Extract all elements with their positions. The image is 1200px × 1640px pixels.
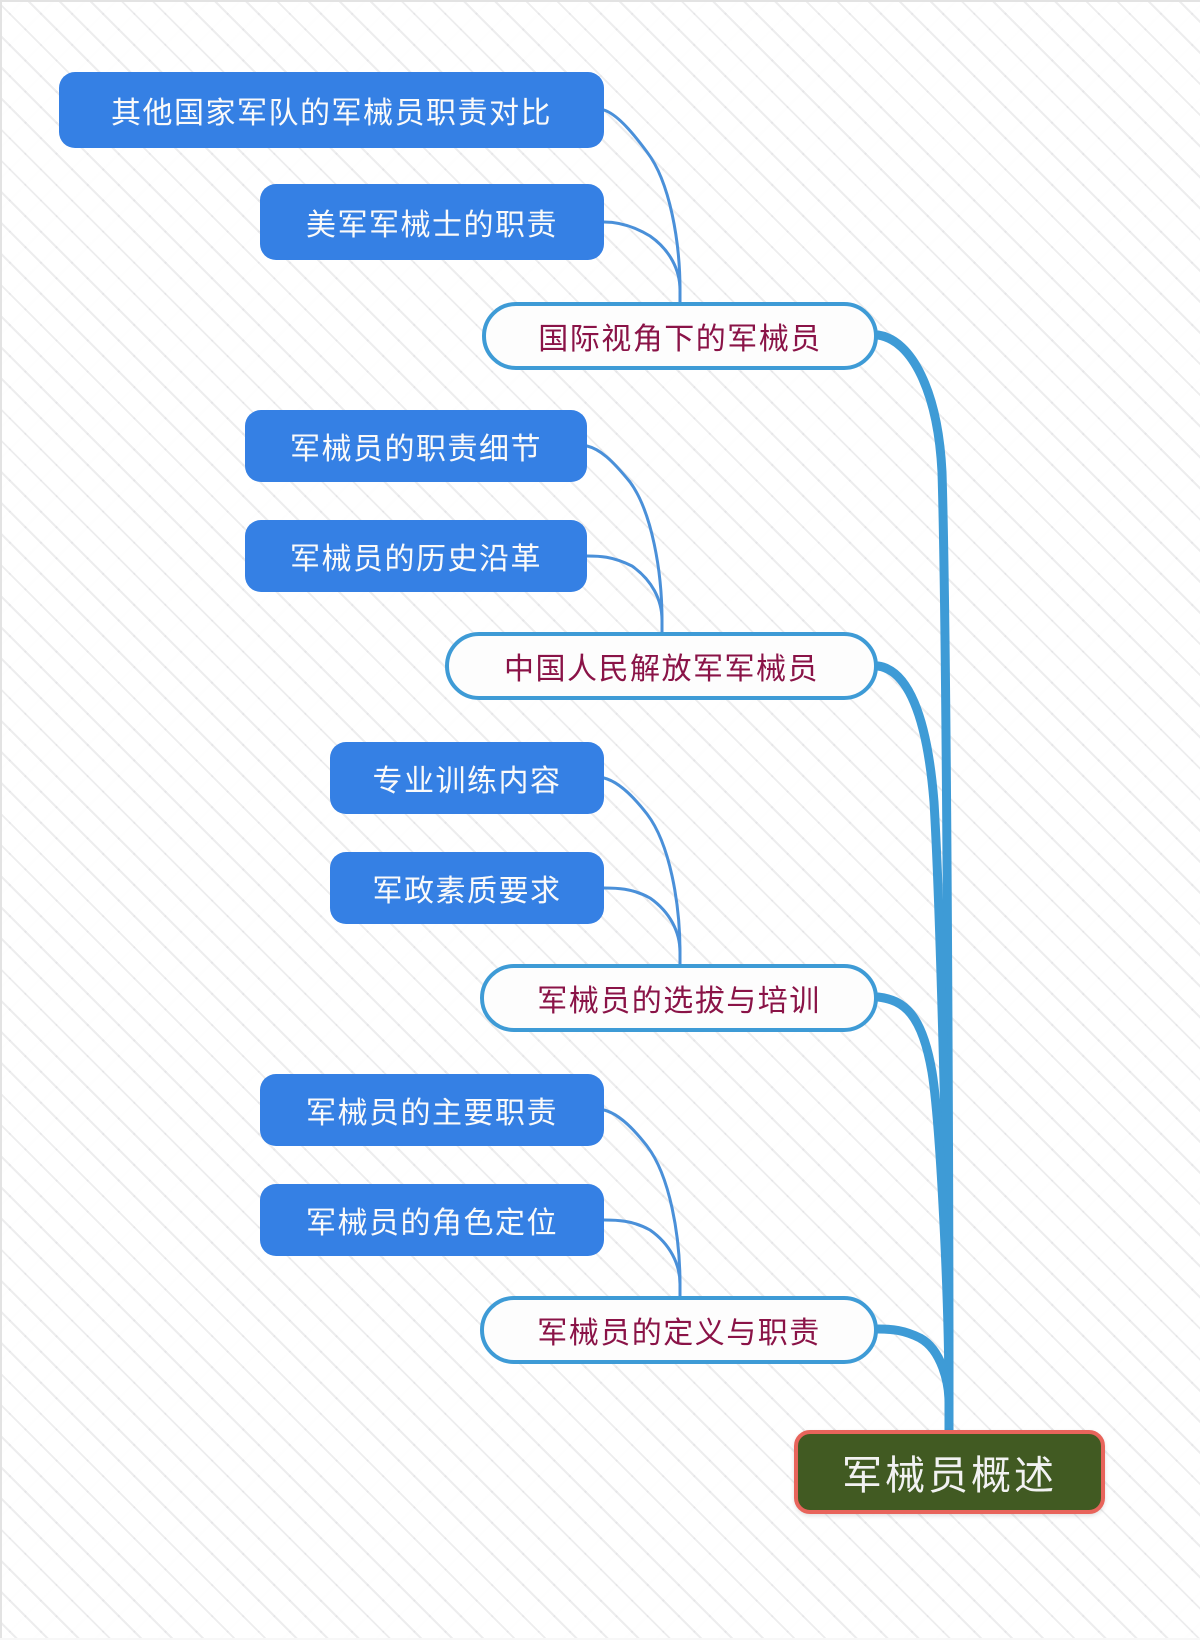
edge-pla-to-history xyxy=(585,554,664,622)
leaf-node-other-countries[interactable]: 其他国家军队的军械员职责对比 xyxy=(59,72,604,148)
edge-international-to-us-armorer xyxy=(602,220,682,292)
leaf-node-label: 军械员的职责细节 xyxy=(290,433,542,466)
edge-root-to-definition xyxy=(873,1324,954,1407)
leaf-node-label: 专业训练内容 xyxy=(372,765,562,798)
branch-node-label: 中国人民解放军军械员 xyxy=(504,653,819,686)
leaf-node-professional-training[interactable]: 专业训练内容 xyxy=(330,742,604,814)
edge-pla-to-duty-details xyxy=(585,444,664,622)
edge-root-to-international xyxy=(873,330,954,1407)
edge-root-to-pla xyxy=(873,661,954,1407)
leaf-node-label: 其他国家军队的军械员职责对比 xyxy=(111,97,552,130)
leaf-node-main-duties[interactable]: 军械员的主要职责 xyxy=(260,1074,604,1146)
leaf-node-us-armorer[interactable]: 美军军械士的职责 xyxy=(260,184,604,260)
edge-selection-to-political-quality xyxy=(602,886,682,954)
leaf-node-label: 军械员的主要职责 xyxy=(306,1097,558,1130)
edge-definition-to-role-position xyxy=(602,1218,682,1286)
leaf-node-label: 军械员的历史沿革 xyxy=(290,543,542,576)
edge-definition-to-main-duties xyxy=(602,1108,682,1286)
leaf-node-label: 军政素质要求 xyxy=(372,875,562,908)
branch-node-label: 国际视角下的军械员 xyxy=(538,323,822,356)
edge-international-to-other-countries xyxy=(602,108,682,292)
leaf-node-role-position[interactable]: 军械员的角色定位 xyxy=(260,1184,604,1256)
branch-node-label: 军械员的定义与职责 xyxy=(537,1317,821,1350)
edge-root-to-selection xyxy=(873,992,954,1407)
branch-node-definition-duty[interactable]: 军械员的定义与职责 xyxy=(480,1296,878,1364)
leaf-node-label: 军械员的角色定位 xyxy=(306,1207,558,1240)
root-node-label: 军械员概述 xyxy=(842,1454,1057,1498)
branch-node-label: 军械员的选拔与培训 xyxy=(537,985,821,1018)
leaf-node-political-quality[interactable]: 军政素质要求 xyxy=(330,852,604,924)
branch-node-selection-training[interactable]: 军械员的选拔与培训 xyxy=(480,964,878,1032)
leaf-node-history[interactable]: 军械员的历史沿革 xyxy=(245,520,587,592)
branch-node-pla[interactable]: 中国人民解放军军械员 xyxy=(445,632,878,700)
branch-node-international[interactable]: 国际视角下的军械员 xyxy=(482,302,878,370)
leaf-node-duty-details[interactable]: 军械员的职责细节 xyxy=(245,410,587,482)
edge-selection-to-professional-training xyxy=(602,776,682,954)
leaf-node-label: 美军军械士的职责 xyxy=(306,209,558,242)
root-node[interactable]: 军械员概述 xyxy=(794,1430,1105,1514)
